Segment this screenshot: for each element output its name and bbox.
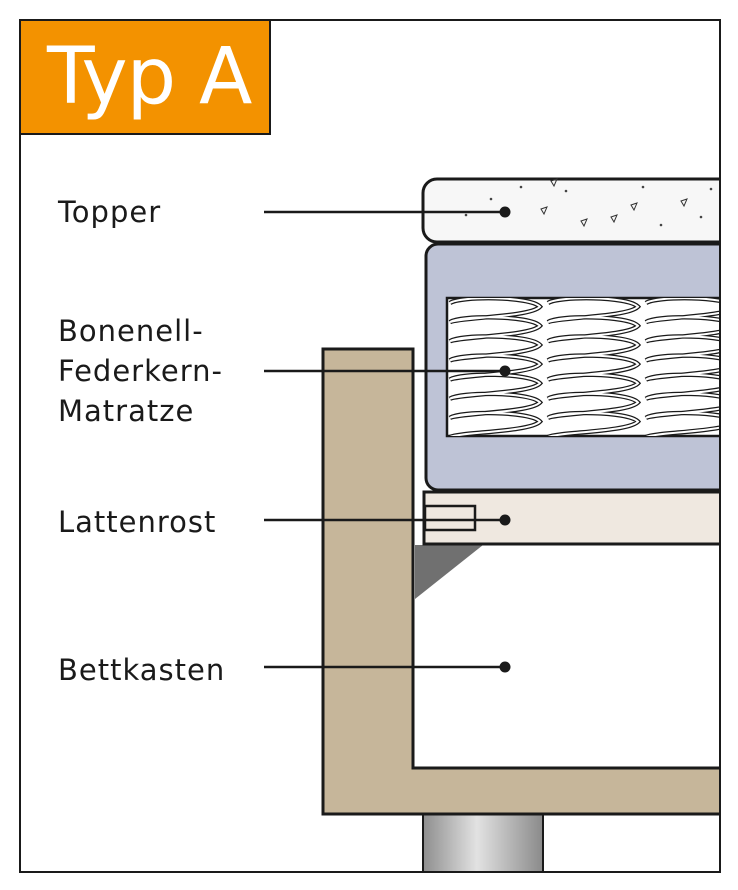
foam-speck — [610, 214, 618, 224]
leader-dot-icon — [499, 365, 511, 377]
foam-speck — [641, 185, 645, 189]
type-badge-text: Typ A — [47, 32, 252, 122]
foam-speck — [709, 187, 713, 191]
foam-speck — [464, 213, 468, 217]
foam-speck — [580, 218, 588, 228]
spring-coil-icon — [645, 298, 719, 436]
foam-speck — [630, 202, 638, 212]
foam-speck — [680, 198, 688, 208]
label-mattress: Bonenell- Federkern- Matratze — [58, 314, 223, 428]
bed-box-frame — [321, 347, 719, 816]
type-badge: Typ A — [21, 21, 271, 135]
leader-dot-icon — [499, 206, 511, 218]
foam-speck — [540, 206, 548, 216]
spring-coil-icon — [448, 298, 719, 436]
label-topper: Topper — [58, 195, 162, 229]
diagram-frame: Typ A Topper Bonenell- Federkern- Matrat… — [19, 19, 721, 873]
foam-texture — [464, 178, 713, 228]
boxspring-cross-section — [264, 177, 719, 871]
foam-speck — [699, 215, 703, 219]
slat-bracket — [415, 545, 483, 599]
foam-speck — [564, 189, 568, 193]
leader-dot-icon — [499, 661, 511, 673]
label-slatted-frame: Lattenrost — [58, 505, 217, 539]
spring-coil-icon — [547, 298, 640, 436]
spring-coil-icon — [449, 298, 542, 436]
topper-pad — [421, 177, 719, 244]
foam-speck — [489, 197, 493, 201]
bed-foot — [422, 813, 544, 871]
label-bed-box: Bettkasten — [58, 653, 226, 687]
foam-speck — [550, 178, 558, 188]
foam-speck — [659, 223, 663, 227]
foam-speck — [519, 185, 523, 189]
slatted-frame — [422, 490, 719, 546]
slat-section — [423, 504, 477, 532]
leader-dot-icon — [499, 514, 511, 526]
